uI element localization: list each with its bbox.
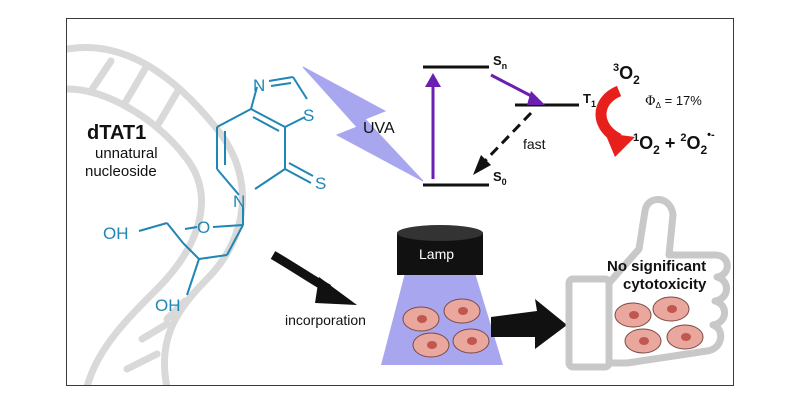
level-t1-label: T1 [583,91,596,109]
dtat1-structure [138,76,314,296]
red-curved-arrow [595,85,622,144]
cells-under-lamp [402,298,490,358]
fast-label: fast [523,136,546,152]
ros-generation: 3O2 ΦΔ = 17% 1O2 + 2O2•- [595,62,715,157]
graphical-abstract: UVA N S S N [67,44,731,385]
red-arrowhead [605,133,635,157]
lamp-top [397,225,483,241]
jablonski-diagram: Sn T1 S0 fast [423,53,596,187]
uva-lightning-icon [302,66,424,182]
thumbs-up-icon [565,196,731,371]
atom-n-glycosidic: N [233,192,245,211]
isc-arrowhead [527,91,545,105]
uva-label: UVA [363,120,395,137]
dna-helix-background [67,44,246,385]
incorporation-arrowhead [315,277,357,305]
dtat1-atom-labels: N S S N O OH OH [103,76,326,315]
ros-products: 1O2 + 2O2•- [633,129,715,157]
atom-o-sugar: O [197,218,210,237]
fast-decay-arrow [481,111,533,165]
triplet-oxygen: 3O2 [613,62,640,87]
fast-decay-arrowhead [473,155,491,175]
result-arrow [491,299,567,349]
result-line2: cytotoxicity [623,276,707,293]
molecule-subtitle-line1: unnatural [95,145,158,162]
figure-frame: UVA N S S N [66,18,734,386]
incorporation-label: incorporation [285,312,366,328]
atom-n-ring: N [253,76,265,95]
molecule-name: dTAT1 [87,122,146,144]
healthy-cells [614,296,704,354]
molecule-subtitle-line2: nucleoside [85,163,157,180]
group-oh-top: OH [103,224,129,243]
atom-s-ring: S [303,106,314,125]
atom-s-thione: S [315,174,326,193]
level-sn-label: Sn [493,53,507,71]
excitation-arrowhead [425,73,441,87]
lamp-label: Lamp [419,246,454,262]
quantum-yield: ΦΔ = 17% [645,93,702,110]
group-oh-bottom: OH [155,296,181,315]
isc-arrow [490,73,538,101]
level-s0-label: S0 [493,169,507,187]
result-line1: No significant [607,258,706,275]
